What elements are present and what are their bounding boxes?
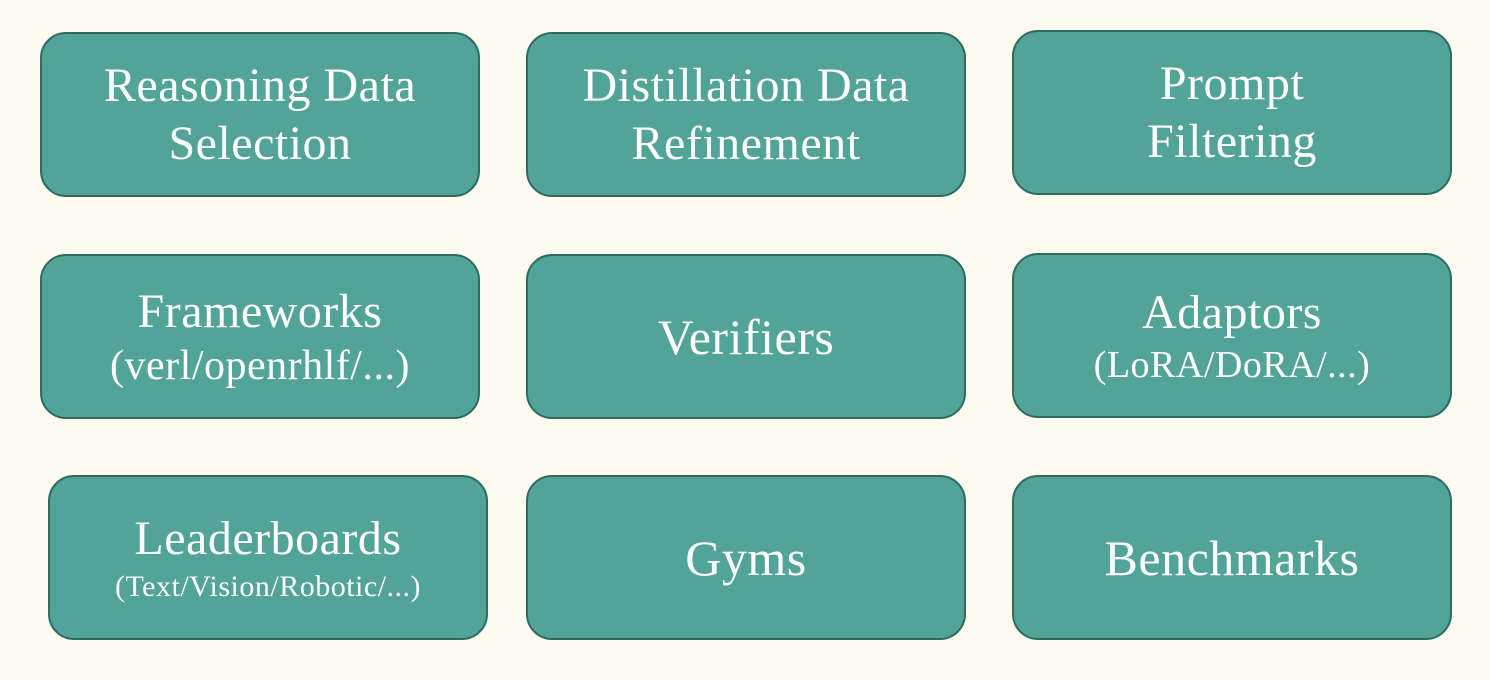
adaptors-title: Adaptors xyxy=(1142,285,1322,339)
prompt-filtering-box: Prompt Filtering xyxy=(1012,30,1452,195)
adaptors-subtitle: (LoRA/DoRA/...) xyxy=(1093,343,1371,386)
leaderboards-title: Leaderboards xyxy=(134,511,402,565)
reasoning-data-selection-box: Reasoning Data Selection xyxy=(40,32,480,197)
frameworks-title: Frameworks xyxy=(137,284,383,338)
reasoning-data-selection-title: Reasoning Data xyxy=(103,58,417,112)
gyms-box: Gyms xyxy=(526,475,966,640)
prompt-filtering-title-line2: Filtering xyxy=(1147,114,1317,168)
prompt-filtering-title: Prompt xyxy=(1159,56,1305,110)
frameworks-subtitle: (verl/openrhlf/...) xyxy=(110,342,410,389)
distillation-data-refinement-box: Distillation Data Refinement xyxy=(526,32,966,197)
verifiers-title: Verifiers xyxy=(657,308,835,365)
adaptors-box: Adaptors (LoRA/DoRA/...) xyxy=(1012,253,1452,418)
leaderboards-subtitle: (Text/Vision/Robotic/...) xyxy=(114,569,422,603)
distillation-data-refinement-title: Distillation Data xyxy=(582,58,910,112)
benchmarks-box: Benchmarks xyxy=(1012,475,1452,640)
verifiers-box: Verifiers xyxy=(526,254,966,419)
leaderboards-box: Leaderboards (Text/Vision/Robotic/...) xyxy=(48,475,488,640)
reasoning-data-selection-title-line2: Selection xyxy=(168,116,352,170)
frameworks-box: Frameworks (verl/openrhlf/...) xyxy=(40,254,480,419)
benchmarks-title: Benchmarks xyxy=(1104,529,1360,586)
gyms-title: Gyms xyxy=(685,529,807,586)
distillation-data-refinement-title-line2: Refinement xyxy=(631,116,861,170)
